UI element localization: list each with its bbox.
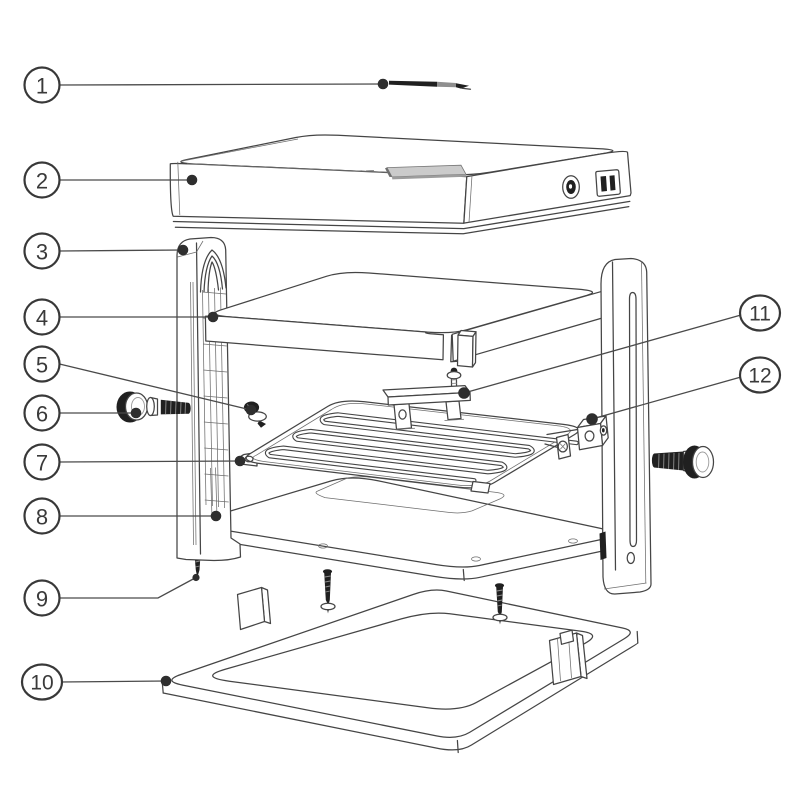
callout-6: 6 xyxy=(23,394,61,432)
callout-11: 11 xyxy=(738,294,782,332)
callout-10: 10 xyxy=(20,663,64,701)
element-foot xyxy=(470,480,491,494)
callout-6-label: 6 xyxy=(36,402,48,427)
terminal-clamp xyxy=(544,415,609,460)
screw-middle xyxy=(320,569,336,614)
callout-2: 2 xyxy=(23,161,61,199)
callout-1-label: 1 xyxy=(36,74,48,99)
lid-side-slot xyxy=(595,169,621,197)
callout-7: 7 xyxy=(23,443,61,481)
frame-pad-left xyxy=(236,586,272,631)
base-frame xyxy=(161,586,639,754)
callout-5: 5 xyxy=(23,345,61,383)
leader-lines xyxy=(59,78,742,687)
callout-10-label: 10 xyxy=(30,672,53,695)
callout-12: 12 xyxy=(738,356,782,394)
callout-12-label: 12 xyxy=(748,365,771,388)
right-thumbscrew xyxy=(651,445,715,479)
callout-11-label: 11 xyxy=(749,303,771,326)
base-plate xyxy=(186,476,629,582)
support-bracket xyxy=(382,367,471,430)
callout-4: 4 xyxy=(23,298,61,336)
lid-vent-knob xyxy=(562,175,580,199)
callout-3: 3 xyxy=(23,232,61,270)
right-side-panel xyxy=(599,257,652,595)
upper-plate xyxy=(204,271,605,368)
plate-notch-tab xyxy=(456,329,477,368)
callout-9: 9 xyxy=(23,579,61,617)
callout-7-label: 7 xyxy=(36,451,48,476)
screw-right xyxy=(492,583,508,625)
callout-4-label: 4 xyxy=(36,306,48,331)
lid-top-cover xyxy=(169,134,632,235)
screw-small xyxy=(243,401,267,428)
left-side-vent-panel xyxy=(176,236,242,562)
callouts: 1 2 3 4 5 6 7 8 9 10 11 12 xyxy=(20,66,782,701)
callout-1: 1 xyxy=(23,66,61,104)
mounting-screws xyxy=(192,544,508,625)
skewer-pin xyxy=(389,80,472,90)
lid-handle xyxy=(351,164,467,180)
callout-3-label: 3 xyxy=(36,240,48,265)
frame-clip-right xyxy=(548,629,588,686)
callout-8: 8 xyxy=(23,497,61,535)
callout-9-label: 9 xyxy=(36,587,48,612)
callout-5-label: 5 xyxy=(36,353,48,378)
callout-8-label: 8 xyxy=(36,505,48,530)
callout-2-label: 2 xyxy=(36,169,48,194)
